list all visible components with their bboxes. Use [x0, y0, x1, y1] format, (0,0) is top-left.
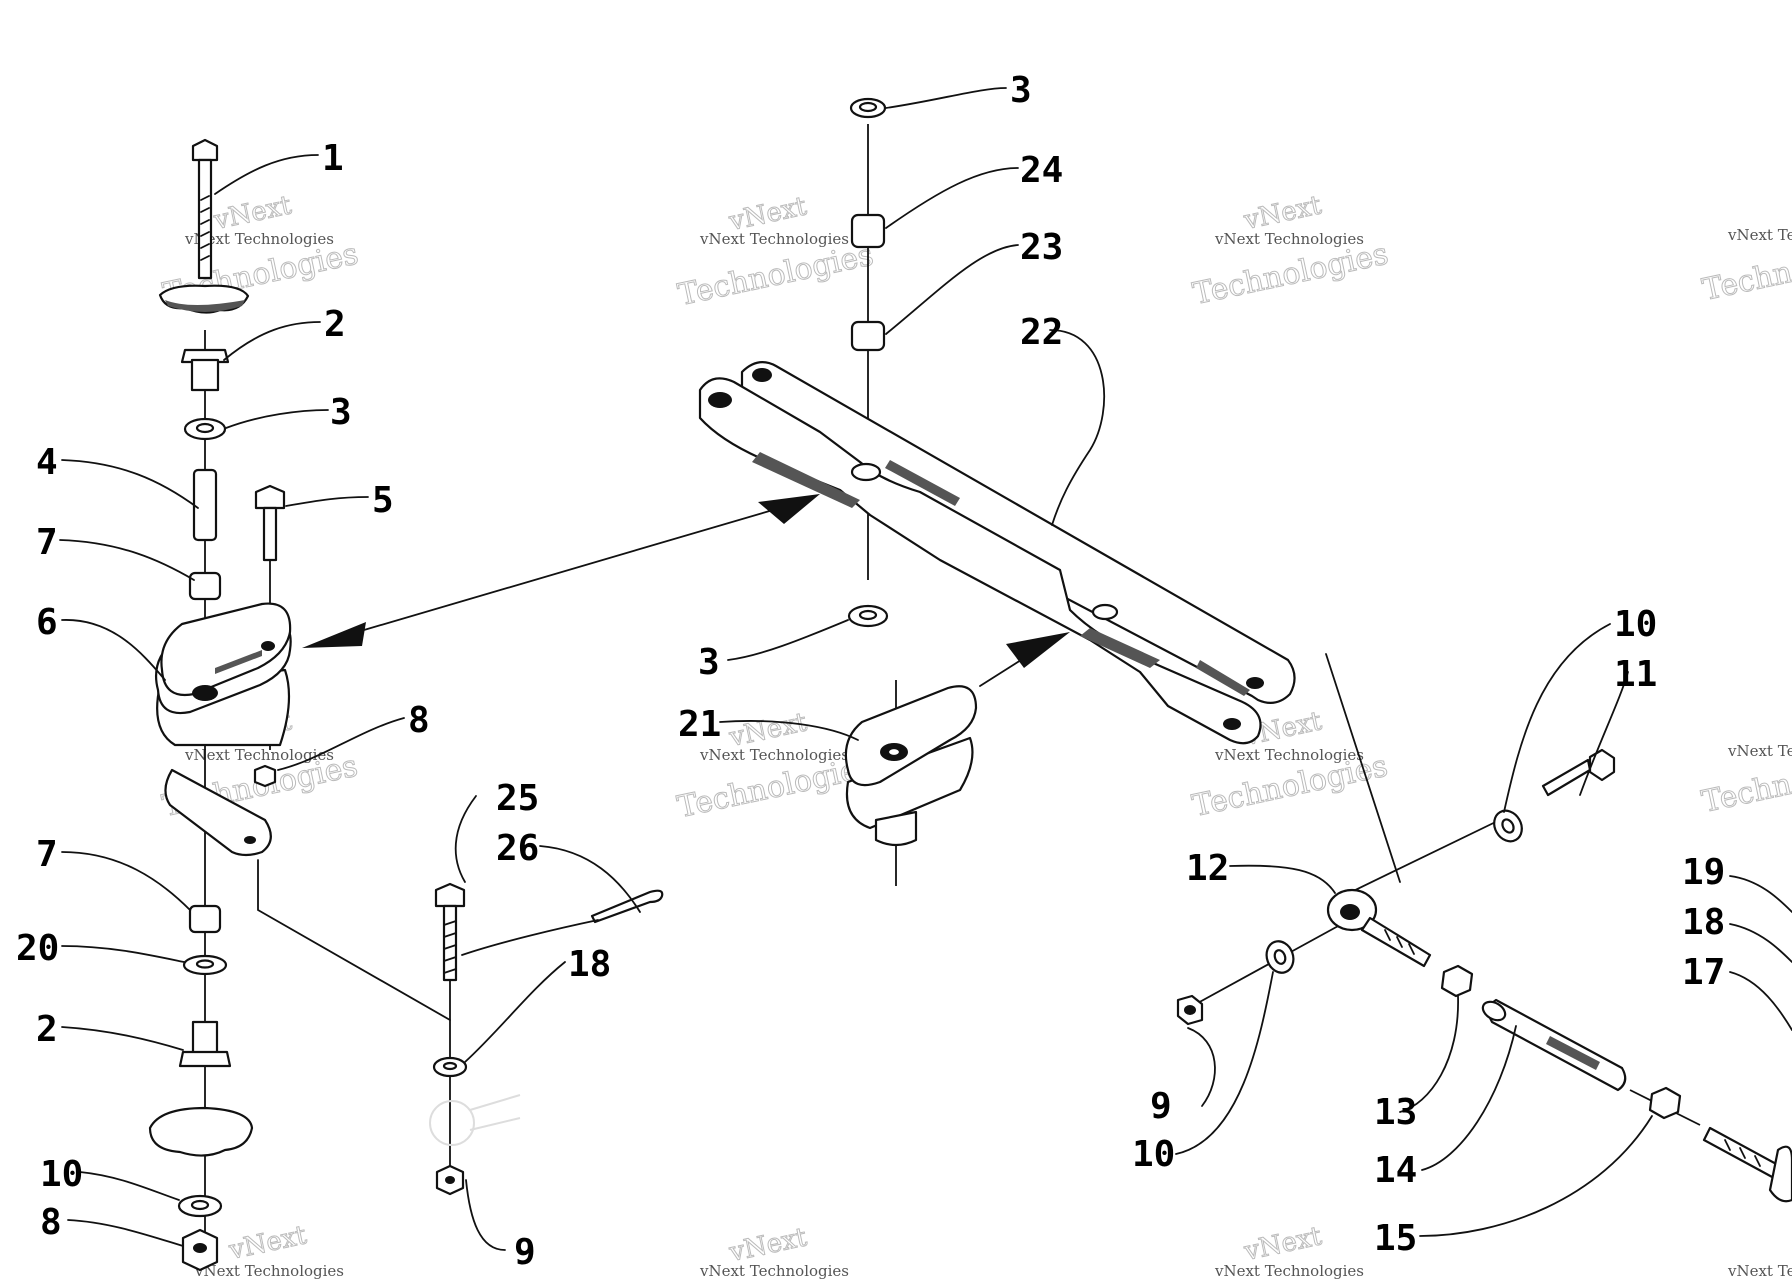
watermark-brand: vNext	[1241, 1221, 1325, 1267]
callout-2: 2	[324, 304, 346, 345]
flanged-bushing-2-upper	[180, 348, 230, 392]
callout-7: 7	[36, 522, 58, 563]
callout-10: 10	[1614, 604, 1657, 645]
watermark-line: vNext Technologies	[1727, 226, 1792, 244]
leader-lines	[59, 87, 1792, 1251]
callout-17: 17	[1682, 952, 1725, 993]
callout-13: 13	[1374, 1092, 1417, 1133]
watermark-line: vNext Technologies	[1214, 746, 1364, 764]
callout-2: 2	[36, 1009, 58, 1050]
callout-26: 26	[496, 828, 539, 869]
callout-20: 20	[16, 928, 59, 969]
spacer-23	[850, 320, 886, 352]
nut-9-left	[435, 1164, 465, 1196]
ball-joint-ghost	[429, 1100, 475, 1146]
watermark-2: vNext vNext Technologies Technologies	[674, 191, 876, 314]
nut-8-upper	[253, 764, 277, 788]
callout-10: 10	[40, 1154, 83, 1195]
callout-11: 11	[1614, 654, 1657, 695]
tie-bar-22	[698, 361, 1296, 745]
callout-3: 3	[330, 392, 352, 433]
watermark-8: vNext Technologies Technologies	[1698, 742, 1792, 820]
callout-4: 4	[36, 442, 58, 483]
watermark-11: vNext vNext Technologies	[1214, 1221, 1364, 1280]
spacer-7-lower	[188, 904, 222, 934]
callout-18: 18	[568, 944, 611, 985]
watermark-line: vNext Technologies	[184, 230, 334, 248]
watermark-12: vNext Technologies	[1727, 1262, 1792, 1280]
watermark-line: vNext Technologies	[1214, 230, 1364, 248]
pivot-bracket-6	[154, 602, 292, 857]
rod-end-12	[1326, 888, 1432, 968]
bolt-25-assembly	[429, 882, 664, 1196]
sleeve-4	[192, 468, 218, 542]
watermark-10: vNext vNext Technologies	[699, 1222, 849, 1280]
pivot-bracket-21	[844, 680, 978, 886]
watermark-4: vNext Technologies Technologies	[1699, 226, 1792, 308]
callout-25: 25	[496, 778, 539, 819]
watermark-brand: vNext	[226, 1220, 310, 1266]
callout-19: 19	[1682, 852, 1725, 893]
assembly-arrows	[302, 494, 1070, 687]
bolt-25	[434, 882, 466, 982]
bolt-1	[191, 138, 219, 280]
spacer-7-upper	[188, 571, 222, 601]
watermark-line: vNext Technologies	[1727, 1262, 1792, 1280]
callout-1: 1	[322, 138, 344, 179]
flanged-bushing-2-lower	[178, 1020, 232, 1068]
callout-10: 10	[1132, 1134, 1175, 1175]
callout-3: 3	[698, 642, 720, 683]
watermark-line: vNext Technologies	[184, 746, 334, 764]
watermark-line: vNext Technologies	[699, 746, 849, 764]
callout-7: 7	[36, 834, 58, 875]
cotter-pin-26	[590, 889, 664, 924]
center-assembly	[302, 97, 1296, 886]
spacer-24	[850, 213, 886, 249]
watermark-line: vNext Technologies	[699, 1262, 849, 1280]
callout-3: 3	[1010, 70, 1032, 111]
nut-8-lower	[181, 1228, 219, 1272]
watermark-line: vNext Technologies	[1727, 742, 1792, 760]
bolt-11	[1541, 748, 1616, 797]
callout-23: 23	[1020, 227, 1063, 268]
callout-9: 9	[514, 1232, 536, 1273]
callout-9: 9	[1150, 1086, 1172, 1127]
bolt-5	[254, 484, 286, 562]
callout-22: 22	[1020, 312, 1063, 353]
rubber-pad-lower	[148, 1106, 254, 1157]
callout-8: 8	[408, 700, 430, 741]
callout-6: 6	[36, 602, 58, 643]
rod-end-17	[1702, 1126, 1792, 1203]
watermark-line: vNext Technologies	[194, 1262, 344, 1280]
tie-rod-assembly	[1176, 653, 1792, 1203]
callout-labels: 1 2 3 4 5 7 6 8 7 20 2 10 8 25 26 18 9 3…	[16, 70, 1725, 1273]
jam-nut-15	[1648, 1086, 1682, 1120]
callout-8: 8	[40, 1202, 62, 1243]
jam-nut-13	[1440, 964, 1474, 998]
watermark-line: vNext Technologies	[1214, 1262, 1364, 1280]
callout-24: 24	[1020, 150, 1063, 191]
watermark-big: Technologies	[675, 238, 876, 314]
watermark-3: vNext vNext Technologies Technologies	[1189, 190, 1391, 313]
callout-15: 15	[1374, 1218, 1417, 1259]
adjuster-tube-14	[1481, 998, 1627, 1092]
bracket-link-line	[257, 859, 451, 1021]
tie-bar-link-line	[1325, 653, 1401, 883]
callout-21: 21	[678, 704, 721, 745]
callout-18: 18	[1682, 902, 1725, 943]
left-assembly	[148, 138, 451, 1272]
callout-5: 5	[372, 480, 394, 521]
nut-9-right	[1176, 994, 1204, 1026]
callout-14: 14	[1374, 1150, 1417, 1191]
callout-12: 12	[1186, 848, 1229, 889]
watermark-line: vNext Technologies	[699, 230, 849, 248]
